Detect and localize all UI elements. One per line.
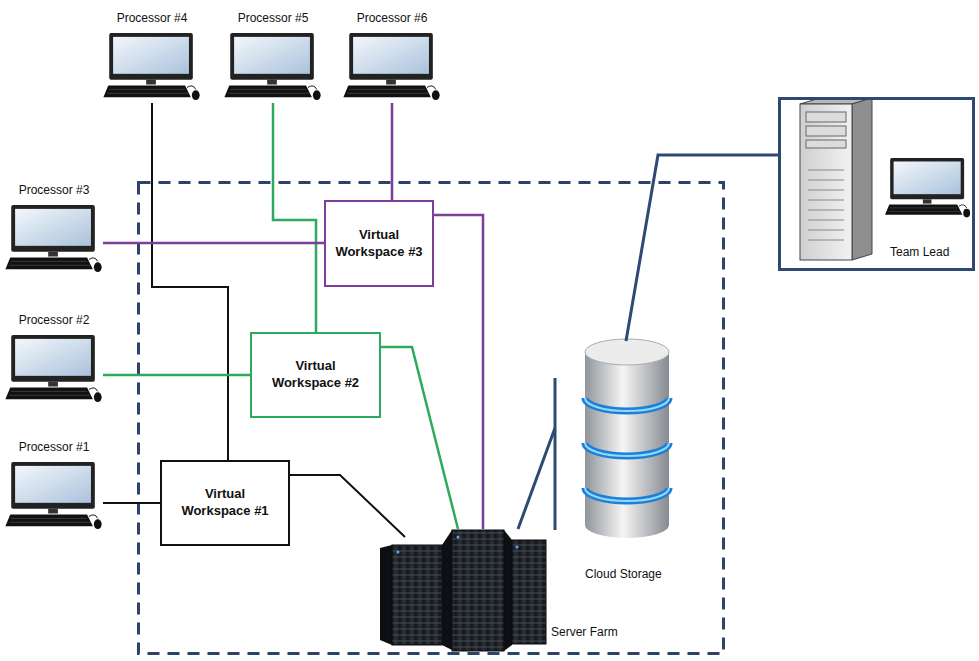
connector-line bbox=[434, 215, 483, 529]
connector-line bbox=[103, 374, 250, 377]
connector-line bbox=[518, 428, 555, 529]
workspace-box: Virtual Workspace #2 bbox=[250, 332, 381, 418]
workspace-box: Virtual Workspace #3 bbox=[324, 200, 434, 287]
node-label: Team Lead bbox=[889, 245, 950, 259]
workspace-label: Virtual Workspace #3 bbox=[332, 227, 426, 261]
region-boundary bbox=[139, 183, 724, 654]
computer-icon bbox=[885, 158, 970, 217]
processor-computer: Processor #3 bbox=[5, 180, 103, 275]
node-label: Processor #6 bbox=[343, 8, 441, 25]
node-label: Processor #4 bbox=[103, 8, 201, 25]
computer-icon bbox=[5, 462, 101, 529]
node-label: Processor #2 bbox=[5, 310, 103, 327]
node-label: Server Farm bbox=[550, 625, 619, 639]
computer-icon bbox=[224, 33, 320, 100]
processor-computer: Processor #1 bbox=[5, 437, 103, 532]
node-label: Processor #1 bbox=[5, 437, 103, 454]
computer-icon bbox=[103, 33, 199, 100]
connector-line bbox=[152, 103, 228, 460]
connector-line bbox=[103, 242, 324, 245]
connector-line bbox=[290, 475, 405, 537]
connector-line bbox=[391, 103, 394, 200]
team-lead-box: Team Lead bbox=[778, 97, 975, 271]
workspace-label: Virtual Workspace #2 bbox=[268, 358, 364, 392]
processor-computer: Processor #4 bbox=[103, 8, 201, 103]
connector-line bbox=[626, 155, 778, 341]
tower-icon bbox=[800, 98, 872, 260]
storage-cylinder bbox=[555, 339, 669, 538]
connector-line bbox=[273, 103, 316, 332]
node-label: Cloud Storage bbox=[584, 567, 663, 581]
connector-line bbox=[381, 347, 458, 529]
computer-icon bbox=[5, 335, 101, 402]
processor-computer: Processor #2 bbox=[5, 310, 103, 405]
computer-icon bbox=[343, 33, 439, 100]
computer-icon bbox=[5, 205, 101, 272]
workspace-label: Virtual Workspace #1 bbox=[177, 486, 273, 520]
processor-computer: Processor #6 bbox=[343, 8, 441, 103]
equipment-node: Cloud Storage bbox=[553, 335, 673, 540]
server-racks bbox=[380, 530, 546, 651]
equipment-node: Server Farm bbox=[375, 525, 547, 653]
node-label: Processor #3 bbox=[5, 180, 103, 197]
connector-line bbox=[103, 502, 160, 504]
workspace-box: Virtual Workspace #1 bbox=[160, 460, 290, 546]
processor-computer: Processor #5 bbox=[224, 8, 322, 103]
node-label: Processor #5 bbox=[224, 8, 322, 25]
